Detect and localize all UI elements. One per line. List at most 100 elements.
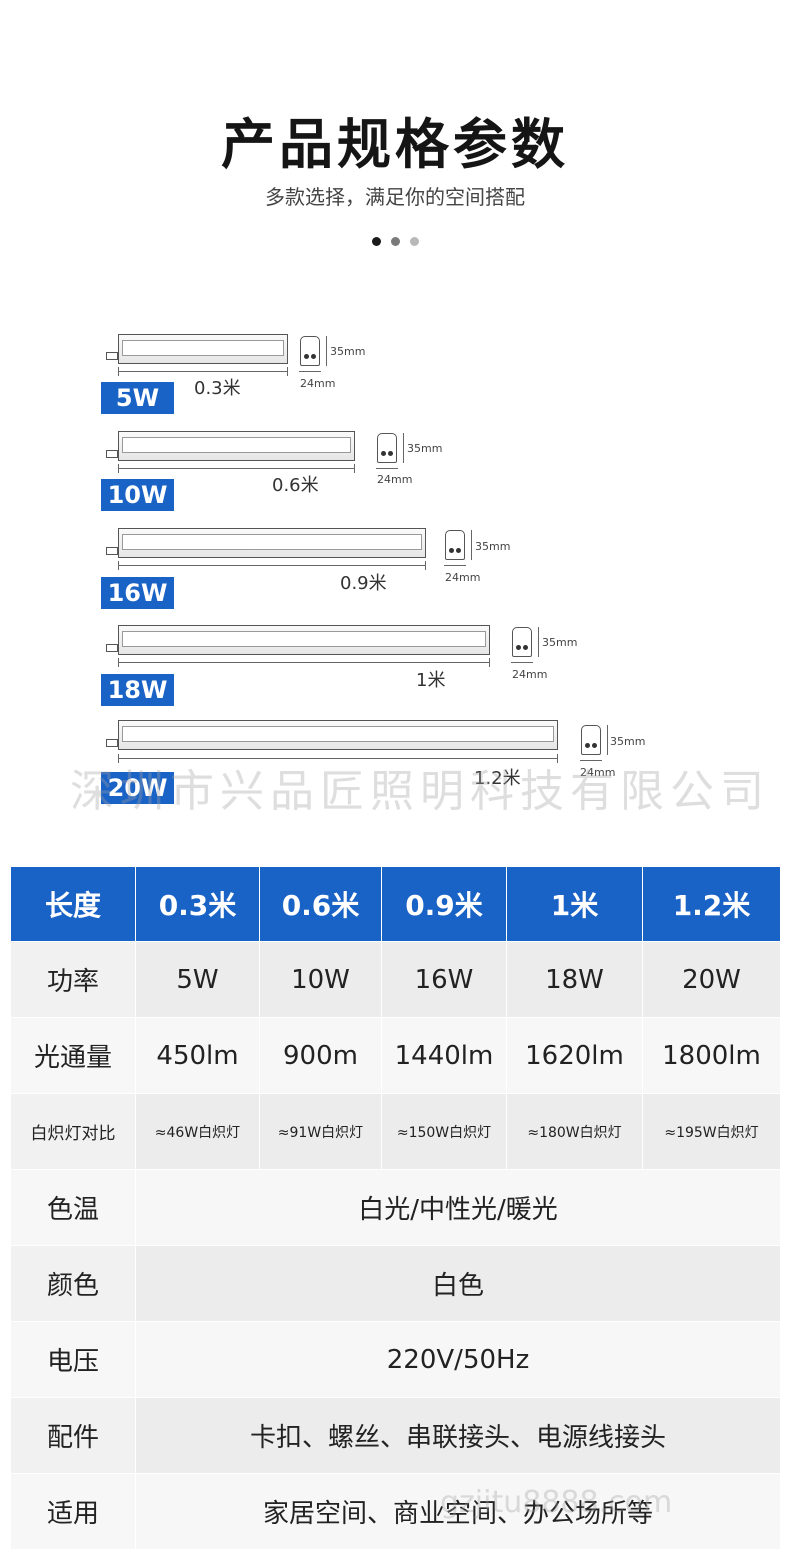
width-dimension-line — [580, 760, 602, 761]
table-row-power: 功率 5W 10W 16W 18W 20W — [10, 941, 781, 1018]
header-cell: 长度 — [10, 866, 136, 942]
tube-light — [118, 431, 355, 461]
pagination-dot-active[interactable] — [371, 237, 381, 246]
cross-section-icon — [377, 433, 397, 463]
cross-section-icon — [300, 336, 320, 366]
table-cell: 220V/50Hz — [135, 1321, 781, 1398]
length-dimension-line — [118, 658, 490, 667]
row-label: 电压 — [10, 1321, 136, 1398]
table-row-compare: 白炽灯对比 ≈46W白炽灯 ≈91W白炽灯 ≈150W白炽灯 ≈180W白炽灯 … — [10, 1093, 781, 1170]
height-label: 35mm — [610, 735, 646, 748]
length-label: 0.3米 — [194, 378, 241, 399]
table-cell: ≈180W白炽灯 — [506, 1093, 643, 1170]
length-dimension-line — [118, 561, 426, 570]
width-label: 24mm — [445, 571, 481, 584]
height-label: 35mm — [407, 442, 443, 455]
cross-section-icon — [581, 725, 601, 755]
table-cell: 1800lm — [642, 1017, 781, 1094]
table-cell: 900m — [259, 1017, 382, 1094]
watermark-url: gzjitu8888.com — [440, 1485, 673, 1520]
table-cell: 20W — [642, 941, 781, 1018]
height-label: 35mm — [542, 636, 578, 649]
table-cell: 1620lm — [506, 1017, 643, 1094]
height-dimension-line — [607, 725, 608, 755]
row-label: 颜色 — [10, 1245, 136, 1322]
width-dimension-line — [299, 371, 321, 372]
height-dimension-line — [538, 627, 539, 657]
length-dimension-line — [118, 754, 558, 763]
row-label: 色温 — [10, 1169, 136, 1246]
table-cell: ≈150W白炽灯 — [381, 1093, 507, 1170]
length-label: 1.2米 — [474, 768, 521, 789]
table-cell: 18W — [506, 941, 643, 1018]
page-subtitle: 多款选择，满足你的空间搭配 — [265, 185, 525, 209]
plug-connector — [106, 547, 118, 555]
table-row-color-temp: 色温 白光/中性光/暖光 — [10, 1169, 781, 1246]
tube-light — [118, 720, 558, 750]
row-label: 功率 — [10, 941, 136, 1018]
table-cell: 1440lm — [381, 1017, 507, 1094]
header-cell: 0.9米 — [381, 866, 507, 942]
table-row-accessories: 配件 卡扣、螺丝、串联接头、电源线接头 — [10, 1397, 781, 1474]
plug-connector — [106, 450, 118, 458]
height-label: 35mm — [330, 345, 366, 358]
row-label: 适用 — [10, 1473, 136, 1550]
height-dimension-line — [471, 530, 472, 560]
row-label: 光通量 — [10, 1017, 136, 1094]
width-label: 24mm — [377, 473, 413, 486]
length-label: 1米 — [416, 670, 446, 691]
length-label: 0.9米 — [340, 573, 387, 594]
width-label: 24mm — [300, 377, 336, 390]
row-label: 配件 — [10, 1397, 136, 1474]
table-header-row: 长度 0.3米 0.6米 0.9米 1米 1.2米 — [10, 866, 781, 942]
watt-badge: 5W — [101, 382, 174, 414]
height-label: 35mm — [475, 540, 511, 553]
watt-badge: 18W — [101, 674, 174, 706]
cross-section-icon — [445, 530, 465, 560]
plug-connector — [106, 352, 118, 360]
length-dimension-line — [118, 464, 355, 473]
table-cell: 5W — [135, 941, 260, 1018]
spec-table: 长度 0.3米 0.6米 0.9米 1米 1.2米 功率 5W 10W 16W … — [10, 866, 781, 1550]
header-cell: 1.2米 — [642, 866, 781, 942]
table-row-flux: 光通量 450lm 900m 1440lm 1620lm 1800lm — [10, 1017, 781, 1094]
height-dimension-line — [403, 433, 404, 463]
plug-connector — [106, 644, 118, 652]
height-dimension-line — [326, 336, 327, 366]
table-cell: 卡扣、螺丝、串联接头、电源线接头 — [135, 1397, 781, 1474]
tube-light — [118, 528, 426, 558]
length-label: 0.6米 — [272, 475, 319, 496]
watt-badge: 20W — [101, 772, 174, 804]
row-label: 白炽灯对比 — [10, 1093, 136, 1170]
pagination-dot[interactable] — [390, 237, 400, 246]
cross-section-icon — [512, 627, 532, 657]
width-dimension-line — [444, 565, 466, 566]
page-title: 产品规格参数 — [221, 113, 569, 176]
header-cell: 0.6米 — [259, 866, 382, 942]
tube-light — [118, 334, 288, 364]
watermark-company: 深圳市兴品匠照明科技有限公司 — [70, 766, 770, 817]
width-label: 24mm — [580, 766, 616, 779]
table-cell: 白光/中性光/暖光 — [135, 1169, 781, 1246]
table-cell: 10W — [259, 941, 382, 1018]
header-cell: 0.3米 — [135, 866, 260, 942]
width-dimension-line — [376, 468, 398, 469]
table-cell: ≈195W白炽灯 — [642, 1093, 781, 1170]
table-cell: ≈46W白炽灯 — [135, 1093, 260, 1170]
table-row-voltage: 电压 220V/50Hz — [10, 1321, 781, 1398]
pagination-dot[interactable] — [409, 237, 419, 246]
pagination-dots — [0, 237, 790, 246]
table-cell: 450lm — [135, 1017, 260, 1094]
table-cell: ≈91W白炽灯 — [259, 1093, 382, 1170]
plug-connector — [106, 739, 118, 747]
watt-badge: 10W — [101, 479, 174, 511]
tube-light — [118, 625, 490, 655]
watt-badge: 16W — [101, 577, 174, 609]
table-row-color: 颜色 白色 — [10, 1245, 781, 1322]
length-dimension-line — [118, 367, 288, 376]
table-cell: 白色 — [135, 1245, 781, 1322]
width-dimension-line — [511, 662, 533, 663]
table-cell: 16W — [381, 941, 507, 1018]
header-cell: 1米 — [506, 866, 643, 942]
width-label: 24mm — [512, 668, 548, 681]
